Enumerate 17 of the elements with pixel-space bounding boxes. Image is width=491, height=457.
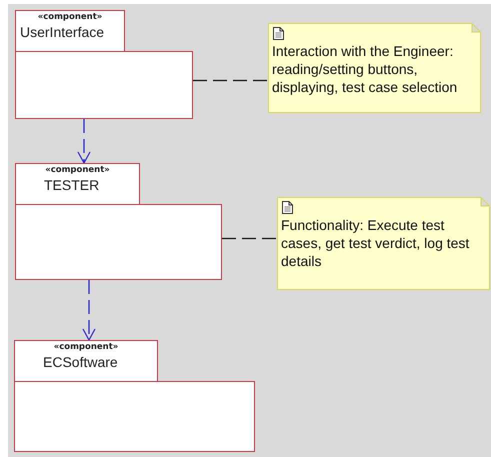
component-name: TESTER — [44, 177, 100, 193]
dependency-arrow — [82, 280, 96, 341]
dependency-arrow — [77, 119, 91, 164]
note-connector — [193, 80, 268, 82]
note-text: Functionality: Execute test cases, get test verdict, log test details — [281, 216, 470, 270]
stereotype-label: «component» — [36, 12, 104, 22]
component-box — [15, 163, 222, 280]
note-box — [268, 23, 481, 113]
component-box — [15, 10, 193, 119]
stereotype-label: «component» — [44, 165, 111, 175]
stereotype-label: «component» — [52, 342, 120, 352]
component-box — [14, 340, 255, 452]
component-name: UserInterface — [20, 24, 104, 40]
component-name: ECSoftware — [43, 354, 118, 370]
note-connector — [222, 238, 277, 240]
note-text: Interaction with the Engineer: reading/setting buttons, displaying, test case selection — [272, 42, 458, 96]
note-box — [277, 197, 490, 290]
